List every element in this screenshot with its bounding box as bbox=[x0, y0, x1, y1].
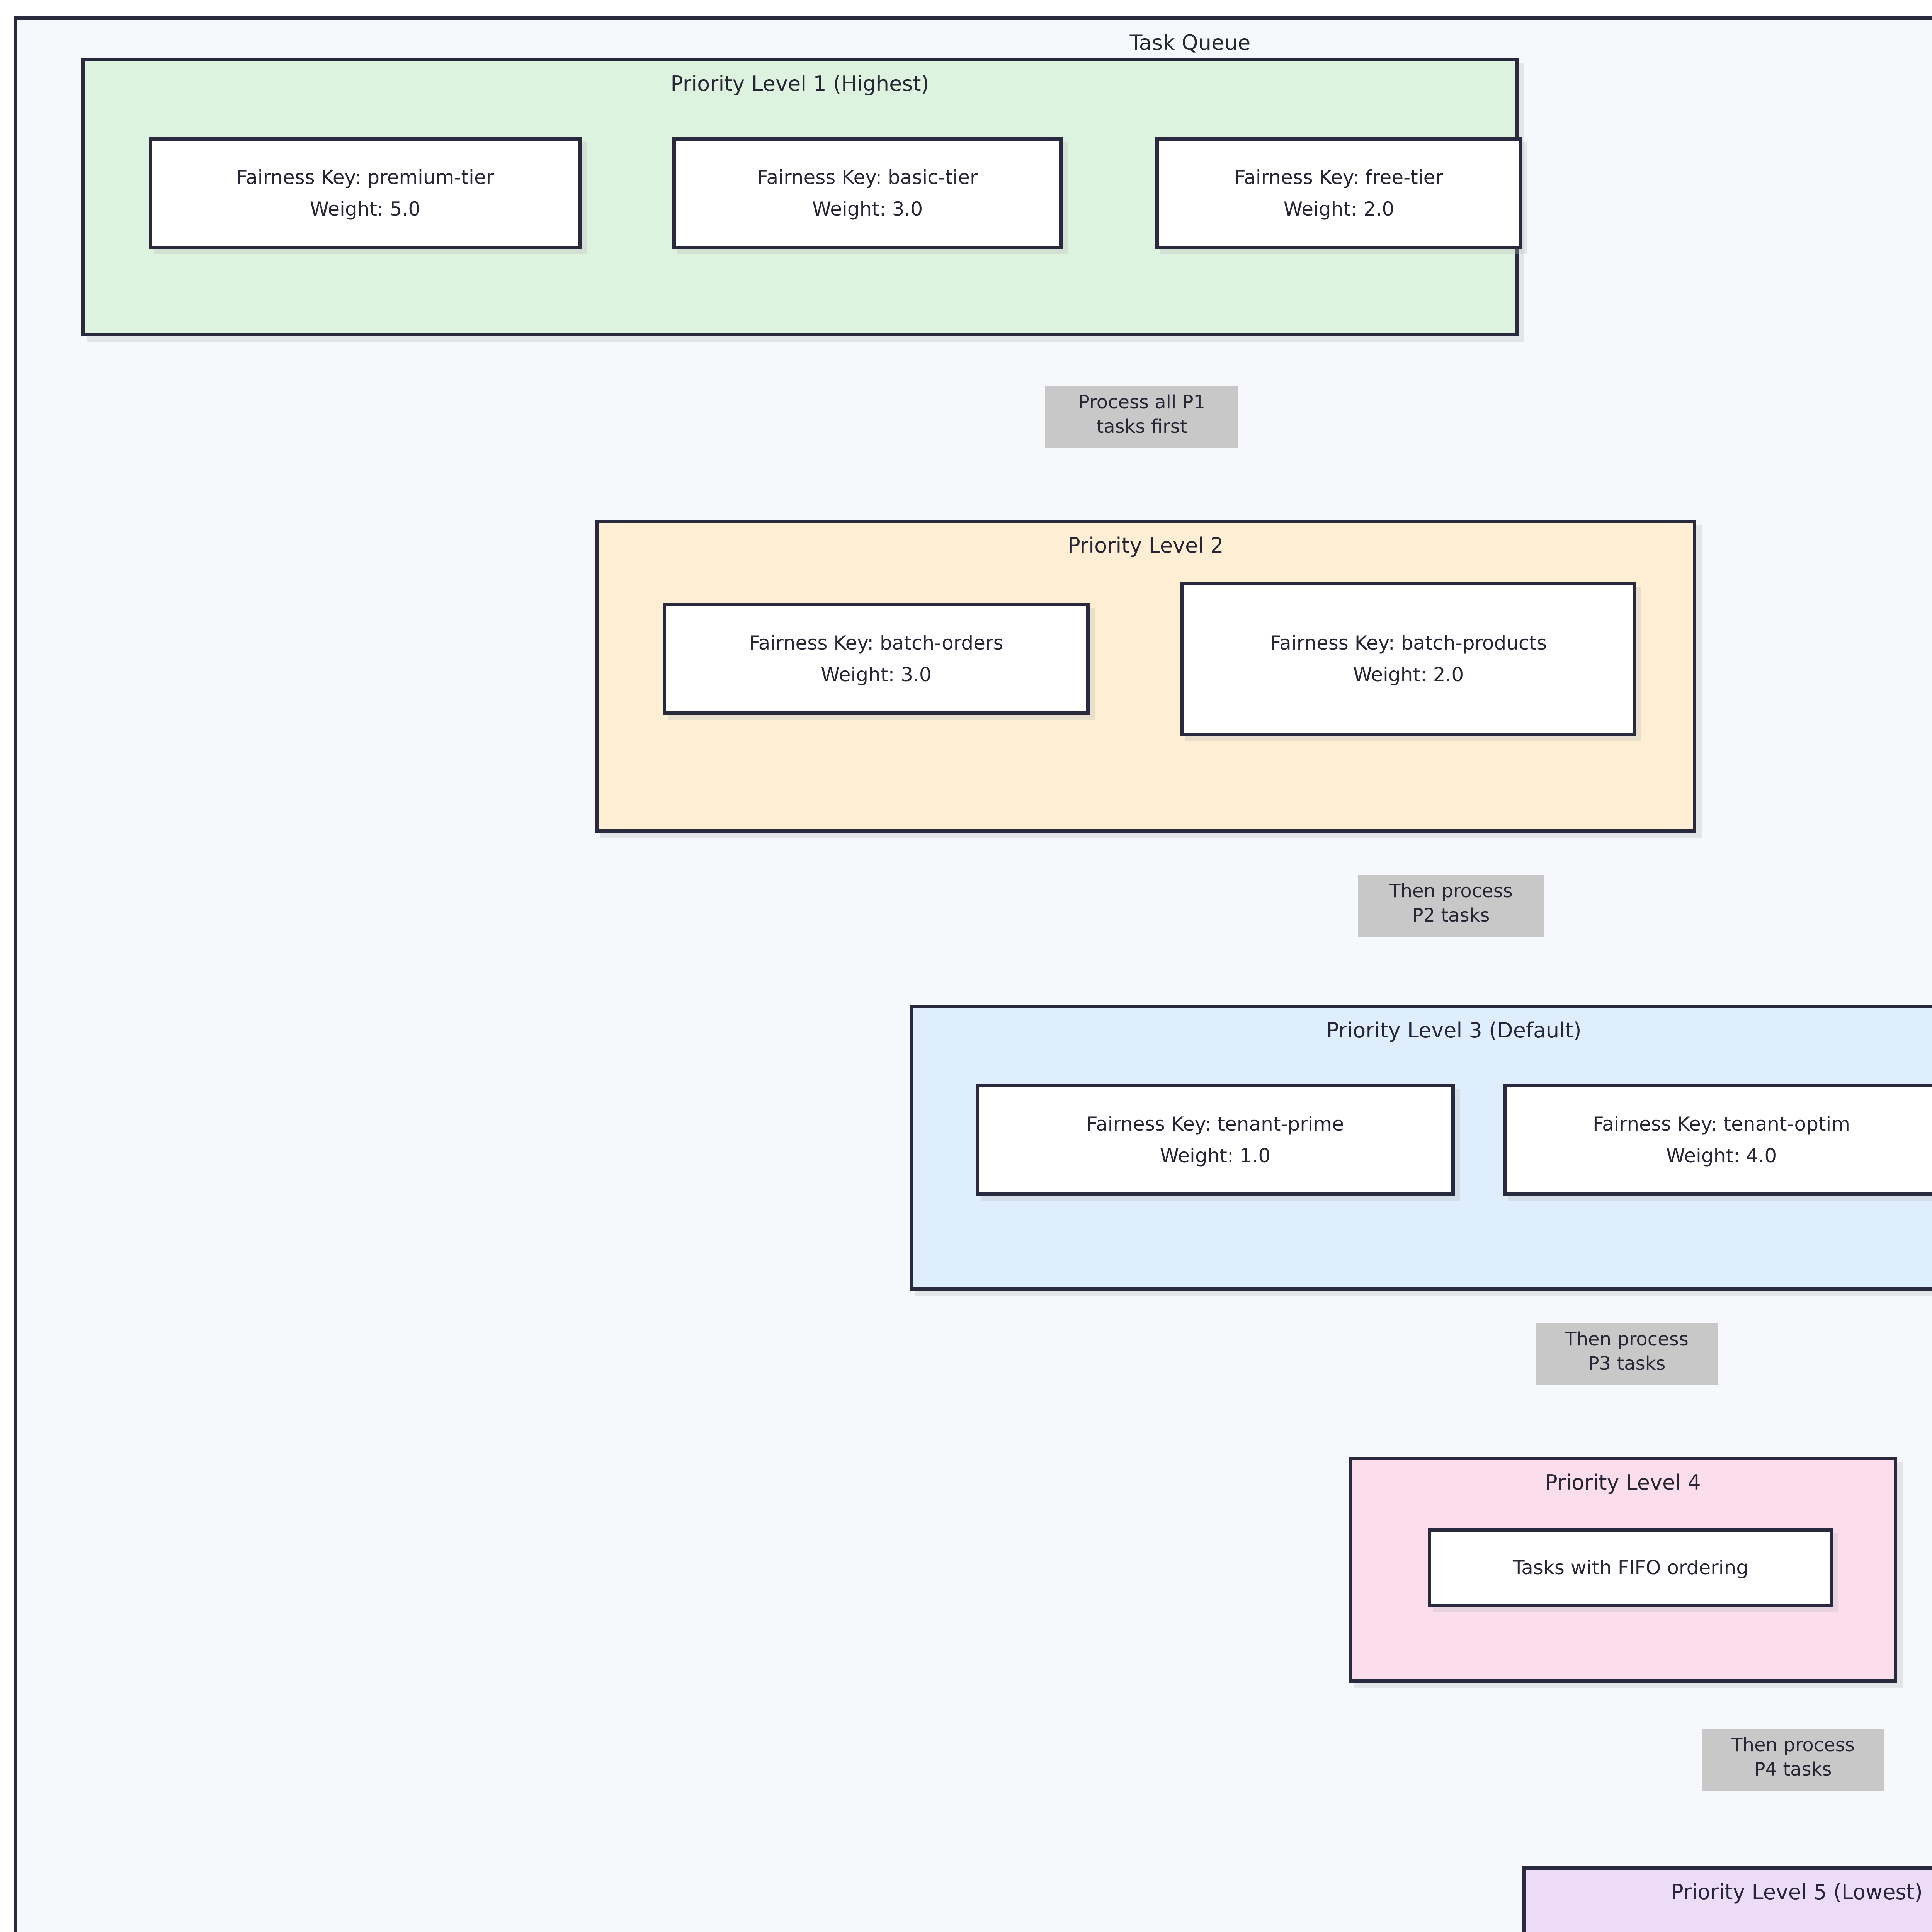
edge-label-p2-to-p3: Then process P2 tasks bbox=[1358, 875, 1544, 937]
weight-label: Weight: 4.0 bbox=[1666, 1145, 1777, 1167]
priority-level-4-title: Priority Level 4 bbox=[1545, 1470, 1701, 1495]
weight-label: Weight: 2.0 bbox=[1353, 663, 1464, 686]
fairness-key-node-basic-tier[interactable]: Fairness Key: basic-tier Weight: 3.0 bbox=[672, 137, 1063, 249]
priority-level-1-title: Priority Level 1 (Highest) bbox=[670, 71, 929, 96]
fairness-key-node-batch-products[interactable]: Fairness Key: batch-products Weight: 2.0 bbox=[1180, 582, 1636, 736]
fairness-key-node-premium-tier[interactable]: Fairness Key: premium-tier Weight: 5.0 bbox=[149, 137, 582, 249]
fairness-key-label: Fairness Key: tenant-prime bbox=[1086, 1112, 1344, 1135]
fairness-key-label: Fairness Key: batch-orders bbox=[749, 631, 1003, 654]
priority-level-5-title: Priority Level 5 (Lowest) bbox=[1671, 1880, 1923, 1904]
fifo-tasks-node-level-4[interactable]: Tasks with FIFO ordering bbox=[1428, 1528, 1833, 1607]
weight-label: Weight: 3.0 bbox=[821, 663, 932, 686]
task-queue-title: Task Queue bbox=[1129, 31, 1251, 55]
fairness-key-label: Fairness Key: tenant-optim bbox=[1592, 1112, 1850, 1135]
fairness-key-node-batch-orders[interactable]: Fairness Key: batch-orders Weight: 3.0 bbox=[663, 603, 1090, 715]
fairness-key-label: Fairness Key: free-tier bbox=[1234, 166, 1443, 189]
fairness-key-node-tenant-optim[interactable]: Fairness Key: tenant-optim Weight: 4.0 bbox=[1503, 1084, 1932, 1196]
weight-label: Weight: 2.0 bbox=[1283, 198, 1395, 220]
fairness-key-node-tenant-prime[interactable]: Fairness Key: tenant-prime Weight: 1.0 bbox=[976, 1084, 1455, 1196]
weight-label: Weight: 3.0 bbox=[812, 198, 923, 220]
fairness-key-label: Fairness Key: premium-tier bbox=[236, 166, 494, 189]
weight-label: Weight: 5.0 bbox=[310, 198, 421, 220]
edge-label-p1-to-p2: Process all P1 tasks first bbox=[1045, 386, 1238, 448]
edge-label-p3-to-p4: Then process P3 tasks bbox=[1536, 1323, 1718, 1385]
priority-level-2-title: Priority Level 2 bbox=[1068, 533, 1224, 558]
edge-label-p4-to-p5: Then process P4 tasks bbox=[1702, 1729, 1884, 1791]
fairness-key-label: Fairness Key: basic-tier bbox=[757, 166, 978, 189]
priority-level-5-container[interactable]: Priority Level 5 (Lowest) bbox=[1522, 1866, 1932, 1932]
fairness-key-label: Fairness Key: batch-products bbox=[1270, 631, 1547, 654]
weight-label: Weight: 1.0 bbox=[1160, 1145, 1271, 1167]
fairness-key-node-free-tier[interactable]: Fairness Key: free-tier Weight: 2.0 bbox=[1155, 137, 1522, 249]
priority-level-3-title: Priority Level 3 (Default) bbox=[1326, 1018, 1582, 1043]
fifo-label: Tasks with FIFO ordering bbox=[1513, 1556, 1748, 1579]
